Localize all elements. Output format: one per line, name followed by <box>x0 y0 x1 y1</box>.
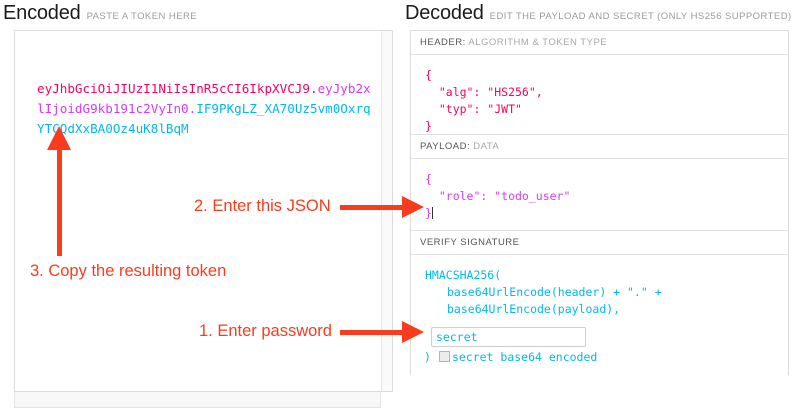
annotation-arrow-1-line <box>340 330 408 335</box>
token-payload-segment: eyJyb2xlIjoidG9kb191c2VyIn0 <box>37 81 371 116</box>
token-signature-segment: IF9PKgLZ_XA70Uz5vm0OxrqYTCQdXxBA0Oz4uK8l… <box>37 101 371 136</box>
encoded-panel-footer <box>14 392 381 408</box>
encoded-heading: Encoded PASTE A TOKEN HERE <box>3 2 197 25</box>
annotation-step-2: 2. Enter this JSON <box>194 197 331 215</box>
payload-json-text: { "role": "todo_user" } <box>425 172 571 220</box>
annotation-arrow-3-head <box>47 126 71 150</box>
decoded-panel: HEADER: ALGORITHM & TOKEN TYPE { "alg": … <box>410 30 789 377</box>
text-caret <box>431 207 433 219</box>
closing-paren: ) <box>424 350 431 364</box>
header-section-label-rest: ALGORITHM & TOKEN TYPE <box>468 37 608 48</box>
header-json-editor[interactable]: { "alg": "HS256", "typ": "JWT" } <box>411 55 788 135</box>
encoded-subtitle: PASTE A TOKEN HERE <box>86 11 198 22</box>
decoded-subtitle: EDIT THE PAYLOAD AND SECRET (ONLY HS256 … <box>489 11 792 22</box>
signature-formula: HMACSHA256( base64UrlEncode(header) + ".… <box>411 255 788 377</box>
token-header-segment: eyJhbGciOiJIUzI1NiIsInR5cCI6IkpXVCJ9 <box>37 81 310 96</box>
signature-line-3: base64UrlEncode(payload), <box>447 302 621 316</box>
payload-section-label: PAYLOAD: DATA <box>411 135 788 159</box>
base64-encoded-checkbox[interactable] <box>438 351 450 362</box>
signature-line-2: base64UrlEncode(header) + "." + <box>447 285 662 299</box>
signature-section-label: VERIFY SIGNATURE <box>411 231 788 255</box>
header-section-label-strong: HEADER: <box>420 37 466 48</box>
signature-section-label-strong: VERIFY SIGNATURE <box>420 237 520 248</box>
token-separator-1: . <box>309 81 318 96</box>
signature-line-1: HMACSHA256( <box>425 268 502 282</box>
annotation-arrow-1-head <box>402 321 424 343</box>
decoded-title: Decoded <box>405 2 484 24</box>
encoded-panel-scrollbar[interactable] <box>381 30 393 392</box>
annotation-arrow-2-line <box>340 205 408 210</box>
decoded-heading: Decoded EDIT THE PAYLOAD AND SECRET (ONLY… <box>405 2 792 25</box>
signature-closing-row: ) secret base64 encoded <box>424 350 597 364</box>
annotation-arrow-3-line <box>57 148 62 256</box>
annotation-step-1: 1. Enter password <box>199 322 332 340</box>
token-separator-2: . <box>188 101 197 116</box>
annotation-arrow-2-head <box>402 196 424 218</box>
payload-section-label-strong: PAYLOAD: <box>420 141 471 152</box>
payload-json-editor[interactable]: { "role": "todo_user" } <box>411 159 788 231</box>
annotation-step-3: 3. Copy the resulting token <box>30 262 227 280</box>
header-section-label: HEADER: ALGORITHM & TOKEN TYPE <box>411 31 788 55</box>
encoded-token-text[interactable]: eyJhbGciOiJIUzI1NiIsInR5cCI6IkpXVCJ9.eyJ… <box>37 79 377 139</box>
payload-section-label-rest: DATA <box>473 141 500 152</box>
base64-encoded-label: secret base64 encoded <box>451 350 598 364</box>
secret-input[interactable] <box>431 327 586 347</box>
encoded-token-panel[interactable]: eyJhbGciOiJIUzI1NiIsInR5cCI6IkpXVCJ9.eyJ… <box>14 30 381 392</box>
encoded-title: Encoded <box>3 2 81 24</box>
